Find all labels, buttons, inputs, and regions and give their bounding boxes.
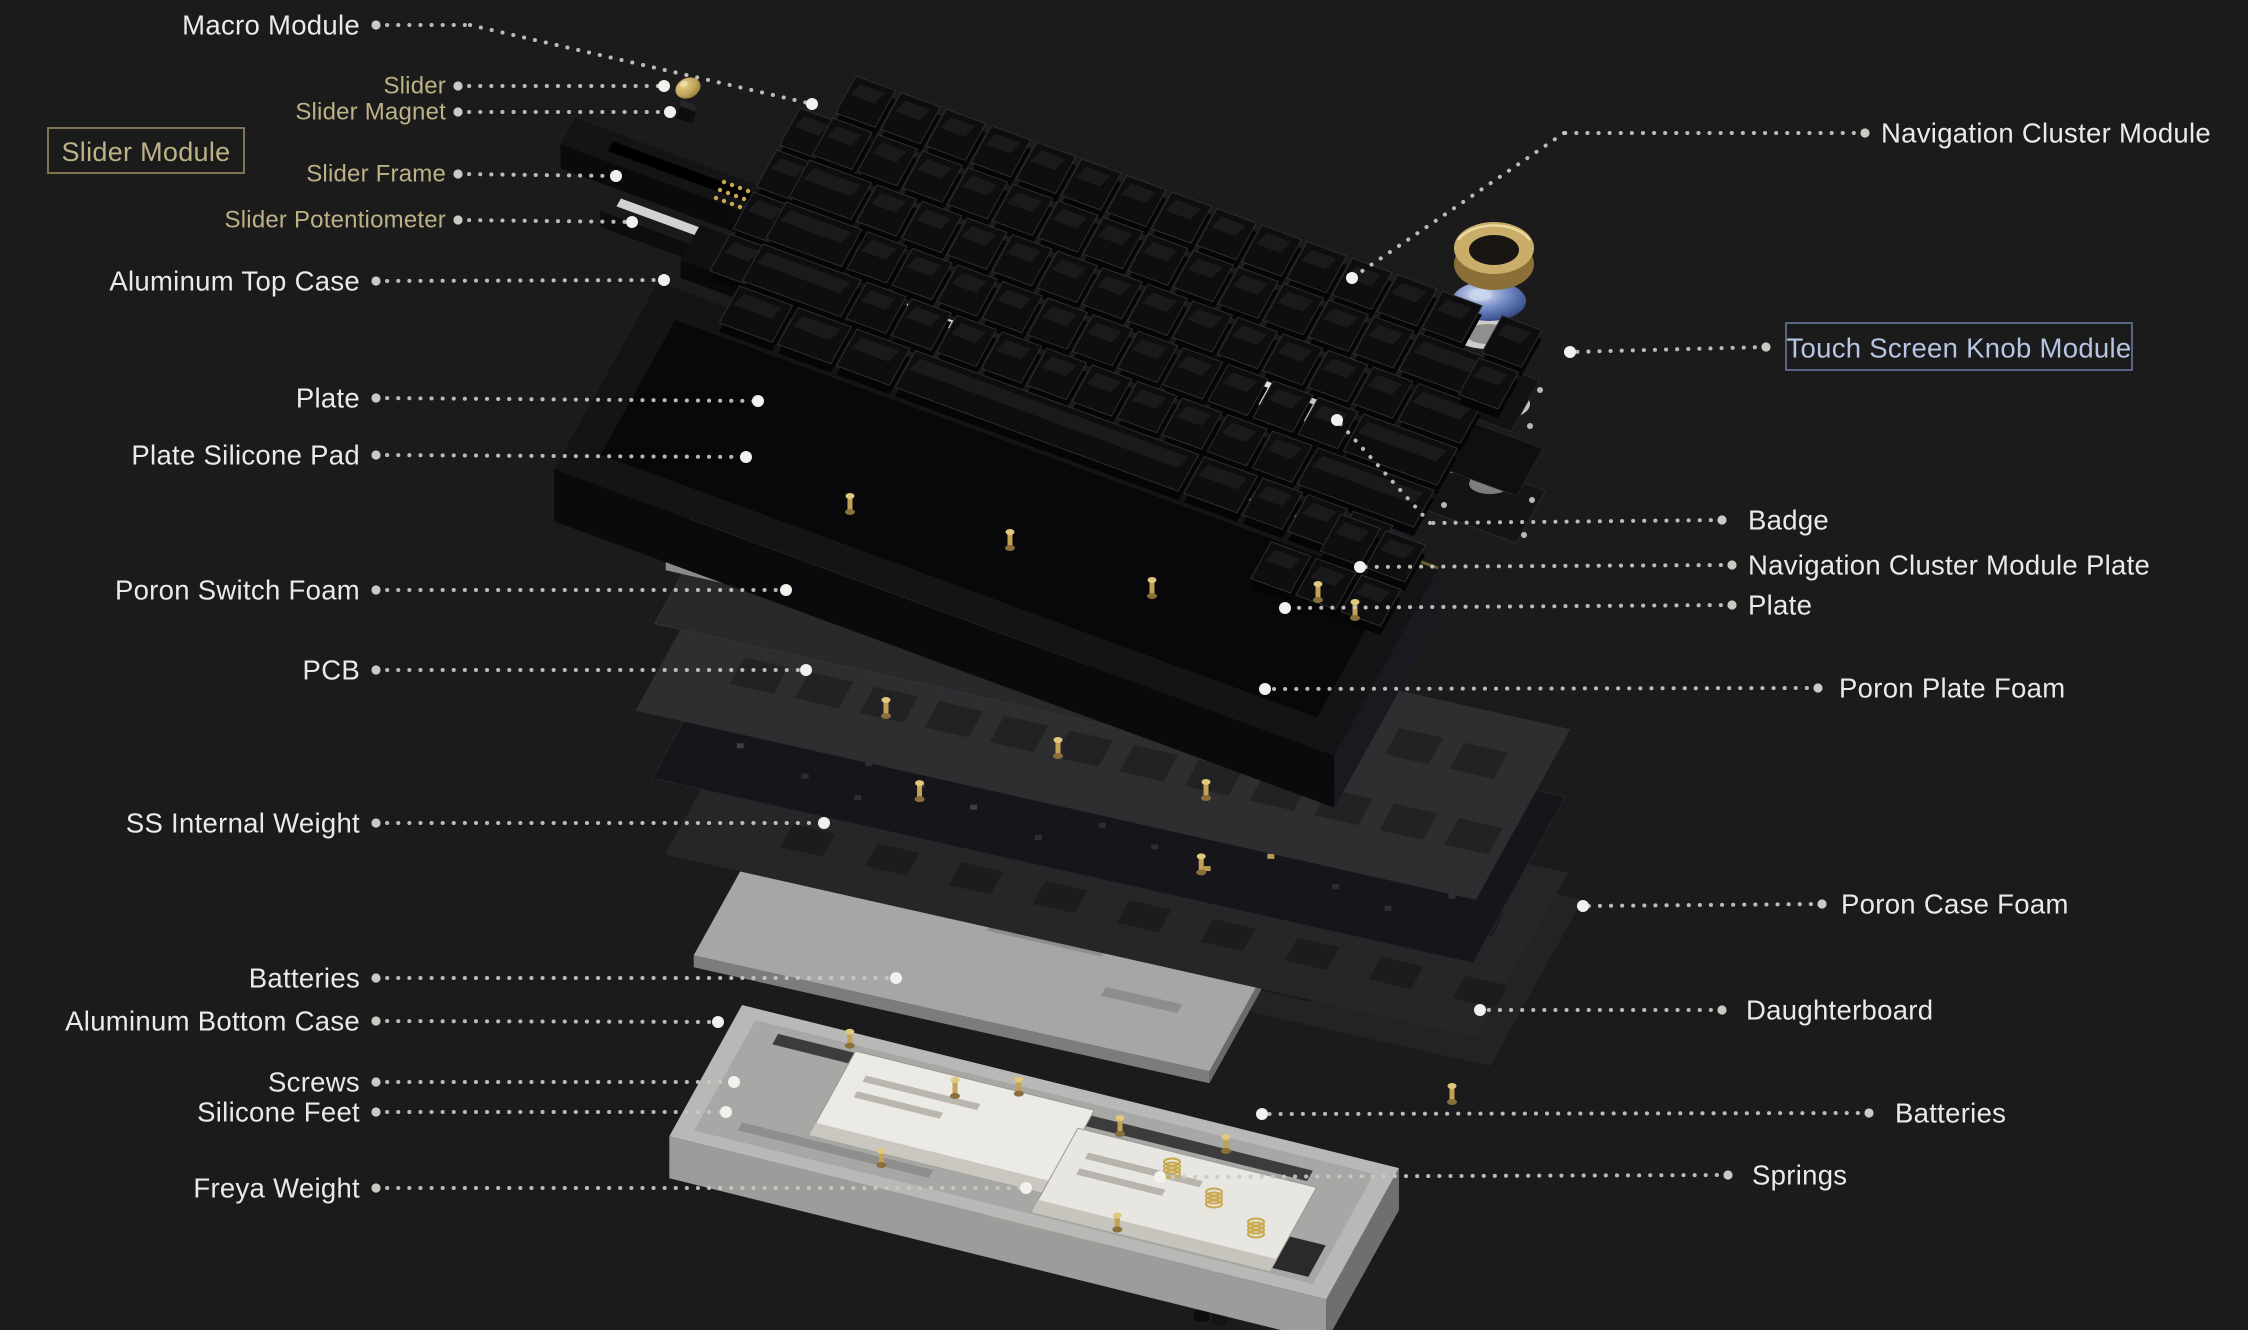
leader-plate-right bbox=[1279, 600, 1737, 614]
leader-poron-plate-foam bbox=[1259, 683, 1823, 695]
label-slider-potentiometer: Slider Potentiometer bbox=[225, 207, 446, 234]
label-slider: Slider bbox=[383, 73, 446, 100]
leader-aluminum-top-case bbox=[371, 274, 670, 286]
label-screws: Screws bbox=[268, 1067, 360, 1098]
callout-labels: Macro Module Slider Slider Magnet Slider… bbox=[47, 10, 2211, 1204]
label-slider-magnet: Slider Magnet bbox=[295, 99, 446, 126]
label-poron-case-foam: Poron Case Foam bbox=[1841, 889, 2069, 920]
leader-pcb bbox=[371, 664, 812, 676]
keycaps-cluster bbox=[718, 75, 1543, 636]
scene-parts bbox=[371, 20, 1874, 1330]
label-batteries-left: Batteries bbox=[249, 963, 360, 994]
leader-poron-switch-foam bbox=[371, 584, 792, 596]
leader-badge bbox=[1331, 414, 1727, 525]
leader-plate-silicone-pad bbox=[371, 450, 752, 463]
leader-navigation-cluster-module bbox=[1346, 128, 1870, 284]
label-aluminum-bottom-case: Aluminum Bottom Case bbox=[65, 1006, 360, 1037]
leader-poron-case-foam bbox=[1577, 899, 1827, 912]
leader-slider-frame bbox=[453, 169, 622, 182]
label-pcb: PCB bbox=[303, 655, 360, 686]
leader-springs bbox=[1154, 1170, 1733, 1183]
label-silicone-feet: Silicone Feet bbox=[197, 1097, 360, 1128]
label-springs: Springs bbox=[1752, 1160, 1847, 1191]
leader-lines bbox=[371, 20, 1874, 1194]
label-plate-left: Plate bbox=[296, 383, 360, 414]
leader-screws bbox=[371, 1076, 740, 1088]
leader-silicone-feet bbox=[371, 1106, 732, 1118]
slider-magnet bbox=[676, 100, 696, 124]
leader-slider bbox=[453, 80, 670, 92]
leader-freya-weight bbox=[371, 1182, 1032, 1194]
slider-module-box bbox=[47, 127, 245, 174]
label-plate-silicone-pad: Plate Silicone Pad bbox=[131, 440, 360, 471]
knob-ring bbox=[1454, 222, 1534, 290]
leader-ss-internal-weight bbox=[371, 817, 830, 829]
leader-macro-module bbox=[371, 20, 818, 110]
slider-knob bbox=[675, 77, 701, 99]
leader-batteries-right bbox=[1256, 1108, 1874, 1120]
leader-slider-potentiometer bbox=[453, 215, 638, 228]
leader-aluminum-bottom-case bbox=[371, 1016, 724, 1028]
touch-screen-knob-module-box bbox=[1785, 322, 2133, 371]
label-ss-internal-weight: SS Internal Weight bbox=[126, 808, 360, 839]
leader-slider-magnet bbox=[453, 106, 676, 118]
label-slider-frame: Slider Frame bbox=[306, 161, 446, 188]
label-navigation-cluster-module: Navigation Cluster Module bbox=[1881, 118, 2211, 149]
label-badge: Badge bbox=[1748, 505, 1829, 536]
label-poron-plate-foam: Poron Plate Foam bbox=[1839, 673, 2065, 704]
label-plate-right: Plate bbox=[1748, 590, 1812, 621]
label-batteries-right: Batteries bbox=[1895, 1098, 2006, 1129]
leader-batteries-left bbox=[371, 972, 902, 984]
label-poron-switch-foam: Poron Switch Foam bbox=[115, 575, 360, 606]
standoff-screws bbox=[845, 493, 1457, 1137]
label-navigation-cluster-module-plate: Navigation Cluster Module Plate bbox=[1748, 550, 2150, 581]
label-aluminum-top-case: Aluminum Top Case bbox=[109, 266, 360, 297]
label-freya-weight: Freya Weight bbox=[193, 1173, 360, 1204]
label-slider-module: Slider Module bbox=[62, 137, 231, 167]
leader-navigation-cluster-module-plate bbox=[1354, 560, 1737, 573]
springs bbox=[1163, 1157, 1265, 1239]
label-daughterboard: Daughterboard bbox=[1746, 995, 1933, 1026]
bottom-case-screws bbox=[844, 1028, 1231, 1233]
label-macro-module: Macro Module bbox=[182, 10, 360, 41]
leader-touch-screen-knob-module bbox=[1564, 342, 1771, 358]
label-touch-screen-knob-module: Touch Screen Knob Module bbox=[1786, 333, 2131, 364]
leader-plate-left bbox=[371, 393, 764, 407]
leader-daughterboard bbox=[1474, 1004, 1727, 1016]
